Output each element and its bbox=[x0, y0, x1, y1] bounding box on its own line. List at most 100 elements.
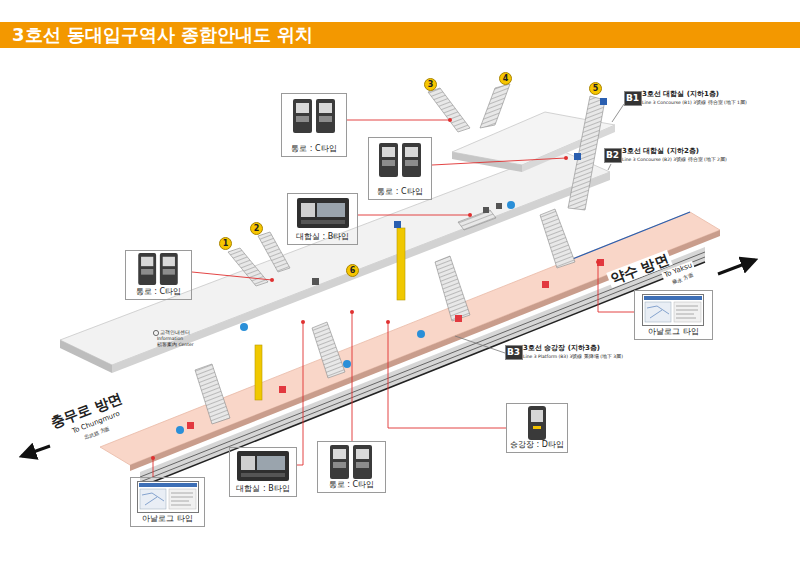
facility-icon bbox=[187, 422, 194, 429]
info-symbol bbox=[153, 330, 158, 335]
facility-icons bbox=[153, 98, 607, 434]
facility-icon bbox=[394, 221, 401, 228]
leader-dot bbox=[151, 456, 155, 460]
analog-board-picture bbox=[138, 482, 199, 513]
elevator-shaft bbox=[397, 228, 405, 300]
leader-dots bbox=[151, 118, 600, 460]
title-bar bbox=[0, 22, 800, 48]
level-leader bbox=[612, 104, 624, 122]
exit-circle: 1 bbox=[219, 237, 232, 250]
kiosk-c-picture bbox=[330, 445, 372, 479]
exit-circle: 4 bbox=[499, 72, 512, 85]
callout-leader bbox=[192, 272, 272, 280]
level-code: B1 bbox=[626, 94, 639, 103]
concourse-b2-side bbox=[60, 340, 112, 373]
kiosk-callout-box: 통로 : C타입 bbox=[317, 441, 386, 493]
stair bbox=[480, 84, 510, 128]
exit-number: 5 bbox=[593, 85, 599, 93]
level-code: B2 bbox=[606, 151, 619, 160]
direction-arrow bbox=[22, 446, 50, 456]
facility-icon bbox=[279, 386, 286, 393]
info-center-hanja: 顧客案內 Center bbox=[157, 342, 194, 347]
stairs bbox=[195, 84, 605, 424]
kiosk-callout-box: 통로 : C타입 bbox=[368, 137, 432, 200]
level-leaders bbox=[455, 104, 624, 353]
callout-leader bbox=[297, 322, 303, 465]
kiosk-callout-box: 통로 : C타입 bbox=[281, 93, 347, 157]
kiosk-d-picture bbox=[528, 406, 546, 440]
stair bbox=[458, 210, 496, 230]
callout-label: 대합실 : B타입 bbox=[296, 232, 349, 242]
exit-circle: 6 bbox=[346, 264, 359, 277]
callout-leaders bbox=[153, 120, 634, 477]
exit-number: 2 bbox=[254, 225, 260, 233]
stair bbox=[428, 88, 470, 132]
level-leader bbox=[608, 164, 611, 170]
level-title: 3호선 대합실 (지하2층) bbox=[622, 147, 699, 155]
level-badge: B1 bbox=[624, 91, 642, 106]
level-badge: B2 bbox=[604, 148, 622, 163]
level-title: 3호선 승강장 (지하3층) bbox=[523, 344, 600, 352]
leader-dot bbox=[564, 156, 568, 160]
callout-leader bbox=[352, 312, 353, 441]
callout-label: 대합실 : B타입 bbox=[236, 484, 289, 494]
exit-number: 6 bbox=[350, 267, 356, 275]
level-leader bbox=[455, 336, 505, 353]
leader-dot bbox=[270, 278, 274, 282]
elevator-shaft bbox=[255, 345, 262, 400]
kiosk-callout-box: 대합실 : B타입 bbox=[229, 447, 297, 497]
exit-number: 1 bbox=[223, 240, 229, 248]
facility-icon bbox=[417, 330, 425, 338]
leader-dot bbox=[386, 320, 390, 324]
callout-label: 통로 : C타입 bbox=[377, 187, 422, 197]
exit-number: 3 bbox=[428, 81, 434, 89]
kiosk-callout-box: 아날로그 타입 bbox=[130, 477, 205, 527]
facility-icon bbox=[240, 323, 248, 331]
kiosk-b-picture bbox=[297, 198, 349, 228]
facility-icon bbox=[574, 153, 581, 160]
callout-label: 통로 : C타입 bbox=[329, 480, 374, 490]
platform-edge bbox=[130, 230, 720, 471]
callout-leader bbox=[347, 120, 450, 121]
leader-dot bbox=[301, 320, 305, 324]
stair bbox=[312, 322, 345, 378]
level-title: 3호선 대합실 (지하1층) bbox=[642, 90, 719, 98]
facility-icon bbox=[176, 426, 184, 434]
callout-label: 통로 : C타입 bbox=[136, 287, 181, 297]
facility-icon bbox=[312, 278, 319, 285]
leader-dot bbox=[448, 118, 452, 122]
kiosk-callout-box: 통로 : C타입 bbox=[125, 250, 192, 300]
level-subtitle: Line 3 Concourse (B1) 3號線 待合室 (地下 1層) bbox=[642, 100, 747, 105]
stair bbox=[435, 256, 470, 321]
page-title: 3호선 동대입구역사 종합안내도 위치 bbox=[12, 23, 313, 47]
exit-circle: 3 bbox=[424, 78, 437, 91]
exit-circle: 2 bbox=[250, 222, 263, 235]
facility-icon bbox=[507, 201, 515, 209]
facility-icon bbox=[455, 315, 462, 322]
escalator bbox=[568, 96, 605, 210]
level-badge: B3 bbox=[505, 345, 523, 360]
callout-leader bbox=[358, 215, 470, 216]
exit-number: 4 bbox=[503, 75, 509, 83]
leader-dot bbox=[350, 310, 354, 314]
kiosk-b-picture bbox=[237, 451, 289, 481]
facility-icon bbox=[483, 207, 489, 213]
concourse-b2-floor bbox=[60, 150, 610, 365]
info-center-label: 고객안내센터 bbox=[160, 330, 190, 336]
facility-icon bbox=[542, 281, 549, 288]
concourse-b1-side bbox=[522, 125, 615, 172]
callout-label: 아날로그 타입 bbox=[648, 327, 699, 337]
level-code: B3 bbox=[507, 348, 520, 357]
facility-icon bbox=[600, 98, 607, 105]
callout-label: 통로 : C타입 bbox=[291, 144, 336, 154]
kiosk-c-picture bbox=[293, 99, 335, 133]
stair bbox=[195, 364, 230, 424]
direction-arrow bbox=[718, 260, 755, 274]
callout-leader bbox=[388, 322, 506, 428]
stair bbox=[258, 232, 290, 272]
kiosk-c-picture bbox=[379, 143, 421, 177]
info-center-english: Information bbox=[157, 336, 183, 341]
level-subtitle: Line 3 Concourse (B2) 3號線 待合室 (地下 2層) bbox=[622, 157, 727, 162]
callout-leader bbox=[153, 458, 154, 477]
kiosk-c-picture bbox=[138, 253, 178, 285]
